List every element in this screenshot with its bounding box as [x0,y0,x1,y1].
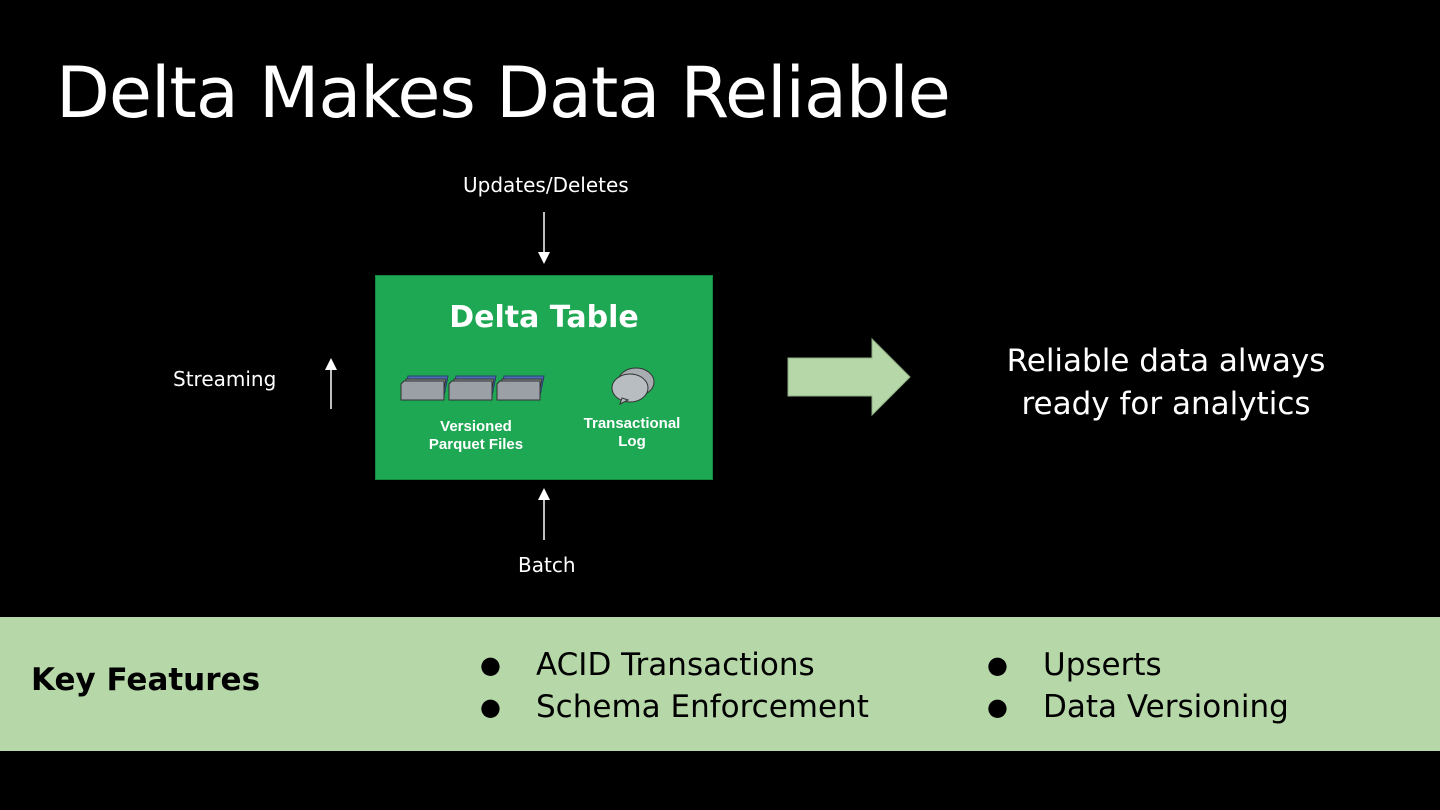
output-line1: Reliable data always [1006,343,1326,379]
list-item: ● Upserts [987,644,1289,686]
updates-down-arrow [538,212,550,264]
versioned-parquet-files-label: Versioned Parquet Files [416,418,536,454]
output-line2: ready for analytics [1021,386,1311,422]
files-label-line1: Versioned [440,418,512,435]
output-description: Reliable data always ready for analytics [980,340,1352,426]
batch-up-arrow [538,488,550,540]
list-item: ● Schema Enforcement [480,686,869,728]
bullet-icon: ● [987,693,1008,721]
feature-acid: ACID Transactions [536,647,815,683]
list-item: ● Data Versioning [987,686,1289,728]
feature-upserts: Upserts [1043,647,1162,683]
streaming-up-arrow [325,358,337,409]
bullet-icon: ● [480,651,501,679]
batch-label: Batch [518,553,576,577]
bullet-icon: ● [987,651,1008,679]
bullet-icon: ● [480,693,501,721]
feature-versioning: Data Versioning [1043,689,1289,725]
parquet-file-stack [400,375,545,401]
features-column-1: ● ACID Transactions ● Schema Enforcement [480,644,869,728]
log-label-line2: Log [618,433,646,450]
files-label-line2: Parquet Files [428,436,524,453]
output-right-arrow [787,337,911,417]
updates-deletes-label: Updates/Deletes [463,173,629,197]
transactional-log-label: Transactional Log [572,415,692,451]
streaming-label: Streaming [173,367,277,391]
transaction-log-icon [611,367,655,405]
key-features-heading: Key Features [31,662,261,698]
parquet-files-icon [400,375,545,401]
delta-table-box: Delta Table Versioned Parquet Files Tran… [375,275,713,480]
feature-schema: Schema Enforcement [536,689,869,725]
delta-table-title: Delta Table [449,300,639,335]
list-item: ● ACID Transactions [480,644,869,686]
log-label-line1: Transactional [583,415,681,432]
features-column-2: ● Upserts ● Data Versioning [987,644,1289,728]
key-features-band: Key Features ● ACID Transactions ● Schema … [0,617,1440,751]
slide-title: Delta Makes Data Reliable [56,52,951,134]
